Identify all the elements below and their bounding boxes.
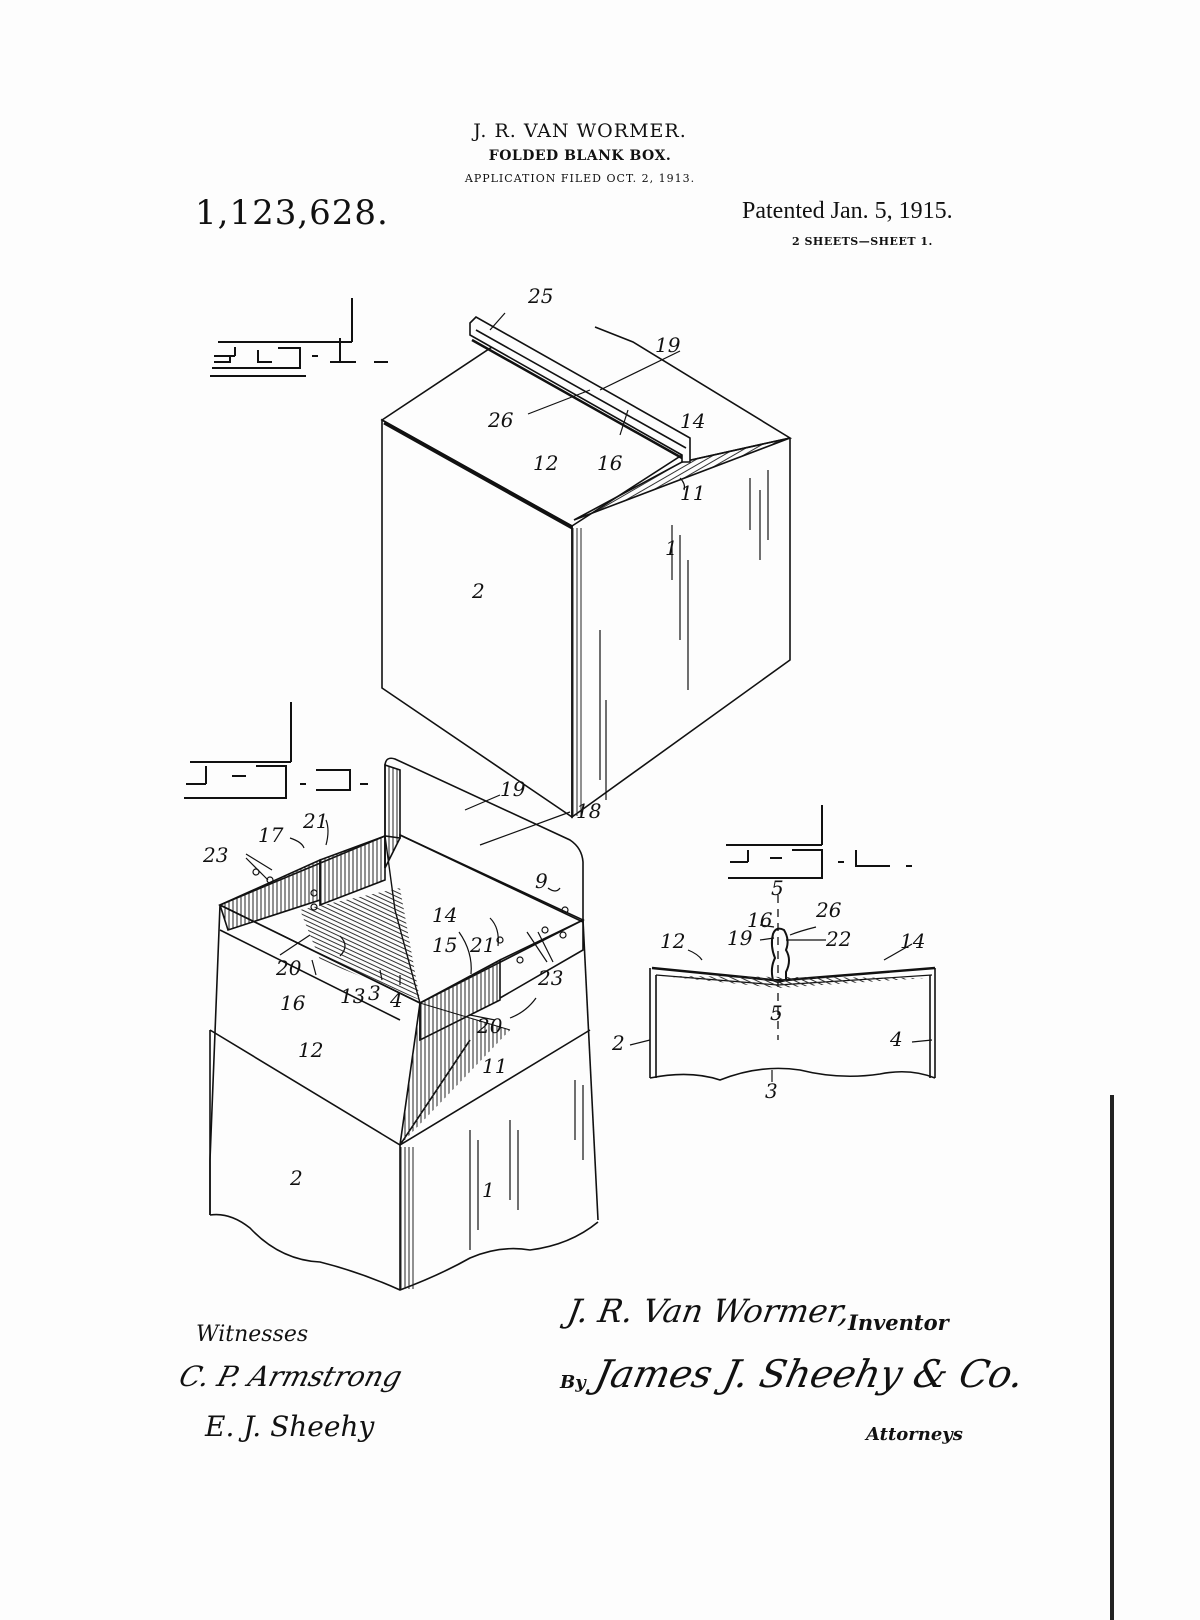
ref-20: 20: [476, 1014, 503, 1038]
attorneys-label: Attorneys: [866, 1424, 963, 1445]
scan-edge-line: [1110, 1095, 1114, 1620]
ref-4: 4: [389, 988, 403, 1012]
ref-2: 2: [471, 579, 485, 603]
fig3-reference-numerals: 5 16 26 12 19 22 14 5 2 4 3: [611, 876, 925, 1103]
inventor-name: J. R. VAN WORMER.: [473, 120, 687, 142]
patented-date: Patented Jan. 5, 1915.: [742, 198, 953, 224]
ref-23: 23: [537, 966, 563, 990]
ref-18: 18: [576, 799, 601, 823]
ref-26: 26: [815, 898, 842, 922]
ref-11: 11: [680, 481, 705, 505]
ref-14: 14: [680, 409, 705, 433]
attorney-signature: James J. Sheehy & Co.: [591, 1352, 1028, 1396]
ref-15: 15: [432, 933, 457, 957]
ref-1: 1: [665, 536, 678, 560]
ref-25: 25: [527, 284, 553, 308]
ref-2: 2: [611, 1031, 625, 1055]
fig2-label-glyph: [184, 702, 368, 799]
ref-16: 16: [747, 908, 773, 932]
fig1-reference-numerals: 25 19 26 14 12 16 11 1 2: [471, 284, 705, 603]
fig2-reference-numerals: 19 18 21 17 23 9 14 15 21 20 13 3 4 23 1…: [202, 777, 601, 1202]
patent-title: FOLDED BLANK BOX.: [488, 148, 672, 164]
fig2-drawing: [184, 702, 599, 1291]
patent-number: 1,123,628.: [195, 193, 389, 233]
fig3-drawing: [629, 805, 936, 1082]
ref-19: 19: [727, 926, 753, 950]
by-label: By: [560, 1372, 586, 1393]
fig1-label-glyph: [210, 298, 388, 377]
ref-23: 23: [202, 843, 228, 867]
application-filed: APPLICATION FILED OCT. 2, 1913.: [464, 172, 696, 185]
ref-21: 21: [469, 933, 495, 957]
ref-14: 14: [432, 903, 457, 927]
ref-12: 12: [660, 929, 685, 953]
ref-11: 11: [482, 1054, 507, 1078]
witness-signature-1: C. P. Armstrong: [175, 1360, 406, 1393]
ref-14: 14: [900, 929, 925, 953]
inventor-label: Inventor: [848, 1310, 949, 1335]
ref-4: 4: [889, 1027, 903, 1051]
ref-22: 22: [825, 927, 851, 951]
witness-signature-2: E. J. Sheehy: [205, 1410, 375, 1443]
ref-19: 19: [655, 333, 681, 357]
ref-9: 9: [535, 869, 548, 893]
ref-3: 3: [765, 1079, 778, 1103]
ref-17: 17: [258, 823, 284, 847]
fig1-drawing: [210, 298, 793, 819]
ref-21: 21: [302, 809, 328, 833]
witnesses-label: Witnesses: [196, 1322, 309, 1347]
ref-13: 13: [340, 984, 365, 1008]
inventor-signature: J. R. Van Wormer,: [564, 1292, 854, 1330]
ref-1: 1: [482, 1178, 495, 1202]
ref-26: 26: [487, 408, 514, 432]
ref-12: 12: [533, 451, 558, 475]
ref-16: 16: [597, 451, 623, 475]
ref-16: 16: [280, 991, 306, 1015]
ref-12: 12: [298, 1038, 323, 1062]
ref-5-bottom: 5: [770, 1001, 783, 1025]
fig3-label-glyph: [726, 805, 912, 879]
ref-2: 2: [289, 1166, 303, 1190]
sheet-count: 2 SHEETS—SHEET 1.: [792, 235, 933, 248]
ref-20: 20: [275, 956, 302, 980]
ref-5-top: 5: [771, 876, 784, 900]
ref-19: 19: [500, 777, 526, 801]
ref-3: 3: [368, 981, 381, 1005]
